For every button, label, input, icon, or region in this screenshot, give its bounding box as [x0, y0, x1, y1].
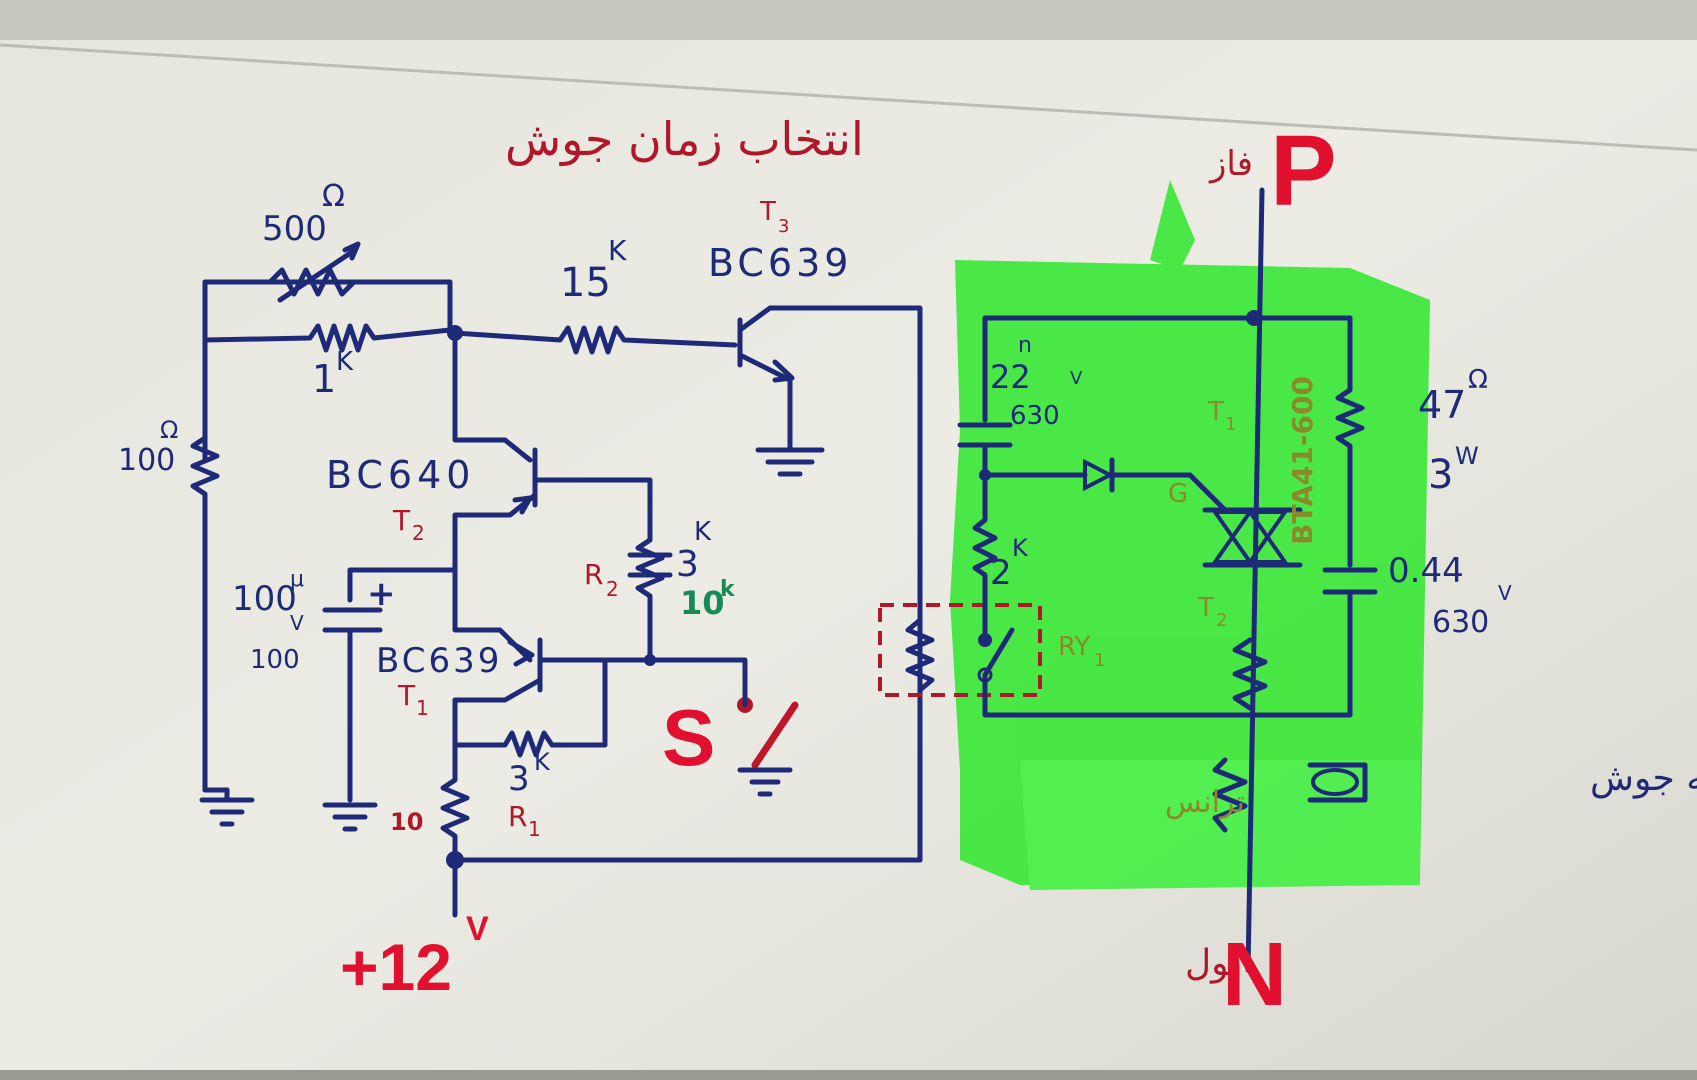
r-100-value: 100 [118, 443, 175, 478]
cap-value: 100 [232, 579, 297, 619]
r2-value: 3 [676, 544, 699, 585]
right-circuit [957, 187, 1378, 973]
cap-plus: + [367, 574, 396, 614]
pot-unit: Ω [322, 179, 345, 214]
t1-label: T [397, 679, 416, 712]
supply-voltage: +12 [340, 930, 452, 1004]
neutral-label: N [1222, 925, 1287, 1025]
cap-unit: μ [290, 567, 304, 592]
r-2k-unit: K [1012, 534, 1029, 562]
phase-fa: فاز [1208, 144, 1253, 184]
triac-part: BTA41-600 [1286, 376, 1319, 545]
t2-part: BC640 [326, 453, 475, 497]
relay-box [878, 603, 1042, 697]
t1-sub: 1 [416, 696, 429, 720]
r-100-unit: Ω [160, 416, 178, 444]
r-2k-value: 2 [990, 553, 1012, 593]
shelf-line [0, 43, 1697, 152]
r-47-power-unit: W [1455, 442, 1479, 470]
triac-t2-label: T [1197, 593, 1214, 623]
r1-label: R [508, 800, 527, 833]
switch-lever [751, 701, 799, 769]
cap-right-volt-unit: V [1498, 581, 1512, 605]
t3-sub: 3 [778, 216, 789, 237]
snub-cap-unit: n [1018, 333, 1032, 358]
t3-part: BC639 [708, 241, 852, 285]
t2-sub: 2 [412, 521, 425, 545]
r1-value: 3 [508, 759, 530, 799]
r-15k-value: 15 [560, 260, 611, 306]
r-47-power: 3 [1428, 452, 1453, 498]
relay-sub: 1 [1094, 650, 1105, 671]
t3-label: T [759, 197, 776, 227]
r-47-value: 47 [1418, 383, 1466, 427]
switch-label: S [662, 693, 715, 782]
triac-t2-sub: 2 [1216, 610, 1227, 631]
top-edge-shadow [0, 0, 1697, 40]
relay-label: RY [1058, 632, 1090, 662]
t1-part: BC639 [376, 641, 502, 681]
cap-volt: 100 [250, 645, 300, 675]
r2-value-unit: K [694, 517, 712, 547]
r2-label: R [584, 558, 603, 591]
t2-label: T [392, 504, 411, 537]
cap-right-volt: 630 [1432, 605, 1489, 640]
r-1k-unit: K [336, 347, 354, 377]
r-15k-unit: K [608, 234, 627, 267]
pot-value: 500 [262, 209, 327, 249]
bottom-edge [0, 1070, 1697, 1080]
transformer-label: ترانس [1165, 785, 1245, 820]
cap-right-value: 0.44 [1388, 551, 1464, 591]
r2-new-unit: k [720, 577, 736, 602]
triac-gate-label: G [1168, 479, 1188, 509]
snub-cap-volt: 630 [1010, 401, 1060, 431]
triac-t1-label: T [1207, 397, 1224, 427]
weld-point-label: نقطه جوش [1590, 758, 1697, 799]
timer-title: انتخاب زمان جوش [505, 112, 864, 167]
left-circuit [190, 241, 935, 918]
r-bottom-value: 10 [390, 808, 423, 836]
r1-sub: 1 [528, 817, 541, 841]
triac-t1-sub: 1 [1225, 414, 1236, 435]
r-1k-value: 1 [312, 357, 336, 401]
phase-label: P [1270, 115, 1337, 227]
cap-volt-unit: V [290, 611, 304, 635]
r-47-unit: Ω [1468, 365, 1488, 395]
neutral-fa: نول [1185, 943, 1240, 984]
snub-cap-volt-unit: V [1070, 368, 1083, 389]
supply-unit: V [466, 910, 489, 948]
r2-sub: 2 [606, 577, 619, 601]
r2-new-value: 10 [680, 584, 725, 622]
snub-cap-value: 22 [990, 358, 1031, 396]
r1-value-unit: K [534, 748, 551, 776]
